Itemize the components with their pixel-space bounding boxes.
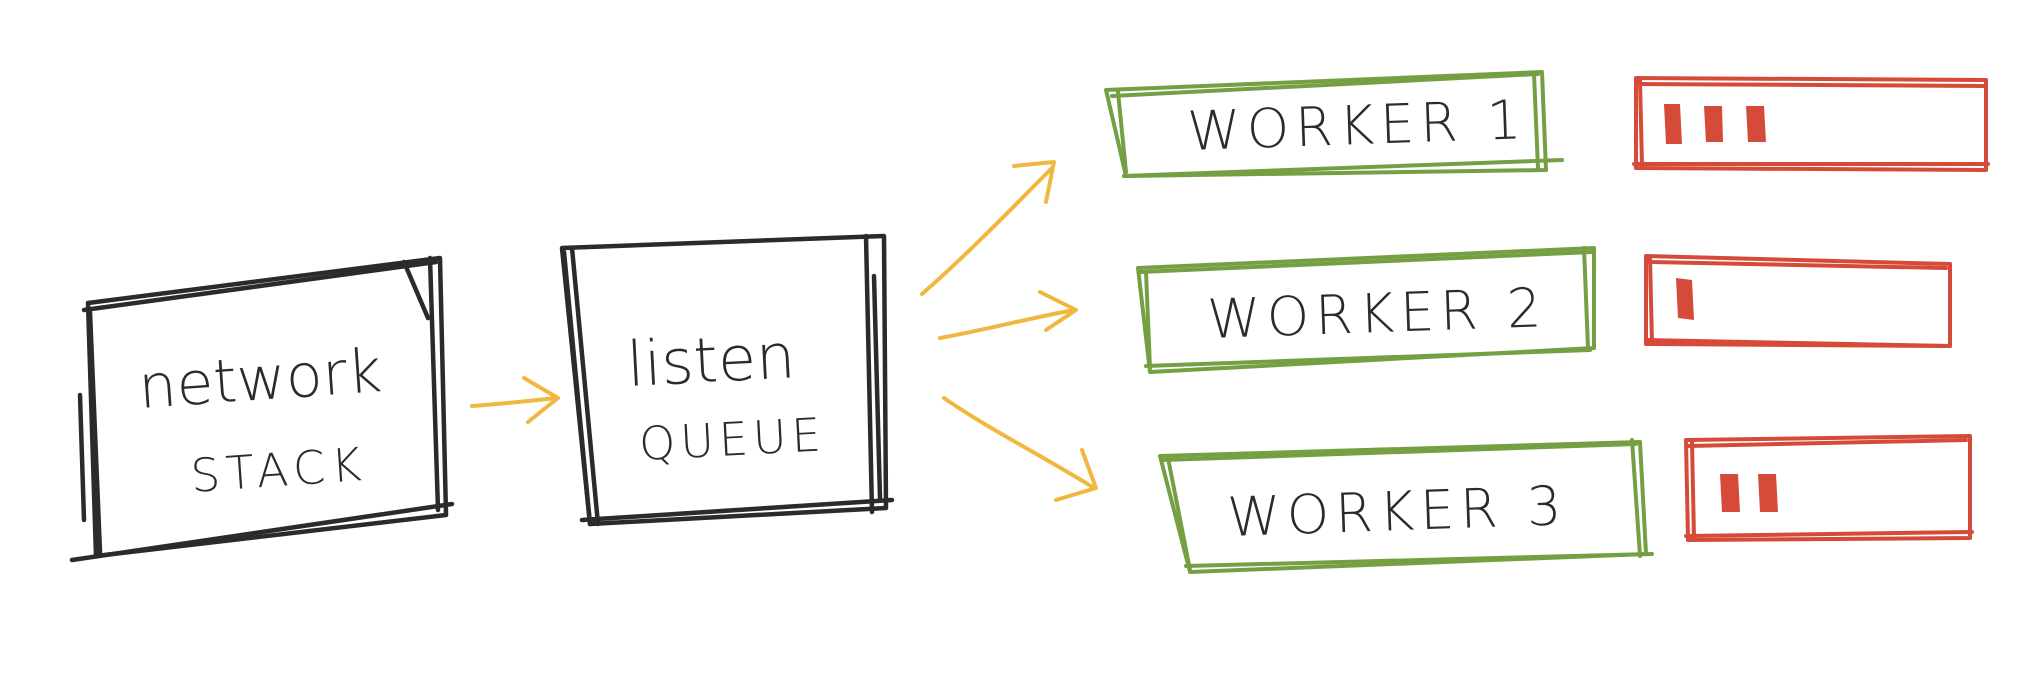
network-stack-box: network STACK bbox=[69, 255, 455, 563]
worker-2-queue-marks bbox=[1676, 278, 1694, 320]
worker-2-queue bbox=[1644, 254, 1952, 348]
worker-3-box: WORKER 3 bbox=[1158, 438, 1654, 574]
worker-1-queue bbox=[1632, 76, 1990, 172]
worker-1-label: WORKER 1 bbox=[1186, 88, 1528, 163]
worker-2-box: WORKER 2 bbox=[1136, 246, 1596, 374]
listen-queue-box: listen QUEUE bbox=[559, 233, 895, 527]
network-stack-label-line2: STACK bbox=[189, 437, 369, 503]
queue-mark bbox=[1704, 106, 1723, 142]
arrow-queue-to-worker-3 bbox=[942, 396, 1098, 502]
worker-1-box: WORKER 1 bbox=[1104, 70, 1564, 178]
worker-1-queue-marks bbox=[1664, 104, 1766, 144]
listen-queue-label-line1: listen bbox=[625, 319, 797, 401]
queue-mark bbox=[1676, 278, 1694, 320]
arrow-network-to-queue bbox=[470, 376, 560, 424]
queue-mark bbox=[1664, 104, 1682, 144]
arrow-queue-to-worker-1 bbox=[920, 160, 1056, 296]
worker-3-label: WORKER 3 bbox=[1226, 474, 1568, 549]
worker-2-label: WORKER 2 bbox=[1206, 276, 1548, 351]
worker-3-queue-marks bbox=[1720, 474, 1778, 512]
listen-queue-label-line2: QUEUE bbox=[638, 407, 827, 471]
network-stack-label-line1: network bbox=[136, 336, 384, 423]
arrow-queue-to-worker-2 bbox=[938, 290, 1078, 340]
queue-mark bbox=[1758, 474, 1778, 512]
queue-mark bbox=[1720, 474, 1740, 512]
queue-mark bbox=[1746, 106, 1766, 142]
worker-3-queue bbox=[1684, 434, 1974, 542]
